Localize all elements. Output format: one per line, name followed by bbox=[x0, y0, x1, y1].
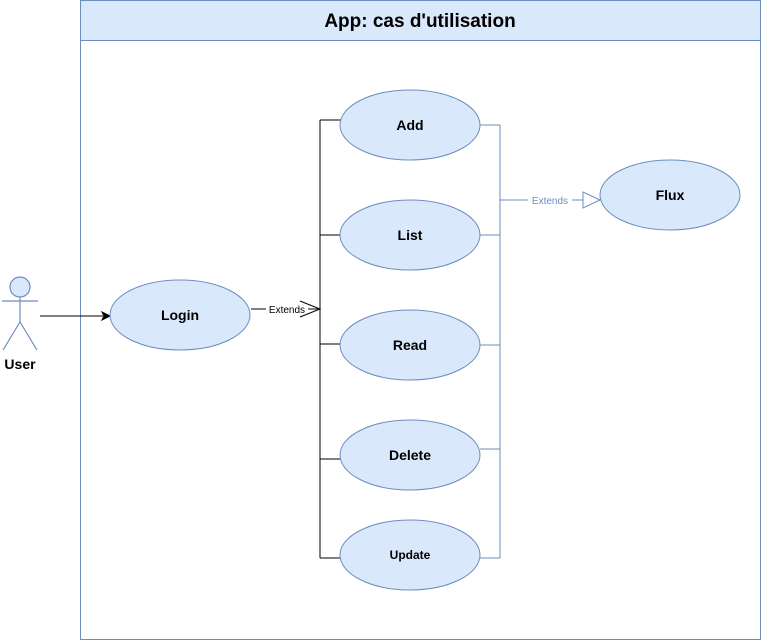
usecase-update-label: Update bbox=[390, 548, 431, 562]
actor-label: User bbox=[4, 356, 36, 372]
usecase-add[interactable]: Add bbox=[339, 89, 481, 161]
usecase-flux-label: Flux bbox=[656, 187, 685, 203]
system-title: App: cas d'utilisation bbox=[324, 11, 515, 32]
usecase-delete[interactable]: Delete bbox=[339, 419, 481, 491]
usecase-update[interactable]: Update bbox=[339, 519, 481, 591]
usecase-read[interactable]: Read bbox=[339, 309, 481, 381]
arrowhead-icon bbox=[100, 310, 112, 322]
open-triangle-arrow-icon bbox=[582, 191, 602, 209]
usecase-add-label: Add bbox=[396, 117, 423, 133]
stick-figure-icon bbox=[2, 276, 38, 351]
usecase-flux[interactable]: Flux bbox=[599, 159, 741, 231]
login-extends-label: Extends bbox=[269, 305, 305, 316]
flux-extends-label: Extends bbox=[532, 196, 568, 207]
system-header bbox=[80, 0, 761, 41]
extend-login-operations: Extends bbox=[251, 119, 342, 559]
usecase-list-label: List bbox=[398, 227, 423, 243]
usecase-login[interactable]: Login bbox=[109, 279, 251, 351]
association-user-login bbox=[40, 310, 112, 322]
actor-user[interactable]: User bbox=[2, 276, 38, 372]
usecase-delete-label: Delete bbox=[389, 447, 431, 463]
usecase-list[interactable]: List bbox=[339, 199, 481, 271]
usecase-login-label: Login bbox=[161, 307, 199, 323]
extend-operations-flux bbox=[480, 124, 602, 559]
usecase-read-label: Read bbox=[393, 337, 427, 353]
